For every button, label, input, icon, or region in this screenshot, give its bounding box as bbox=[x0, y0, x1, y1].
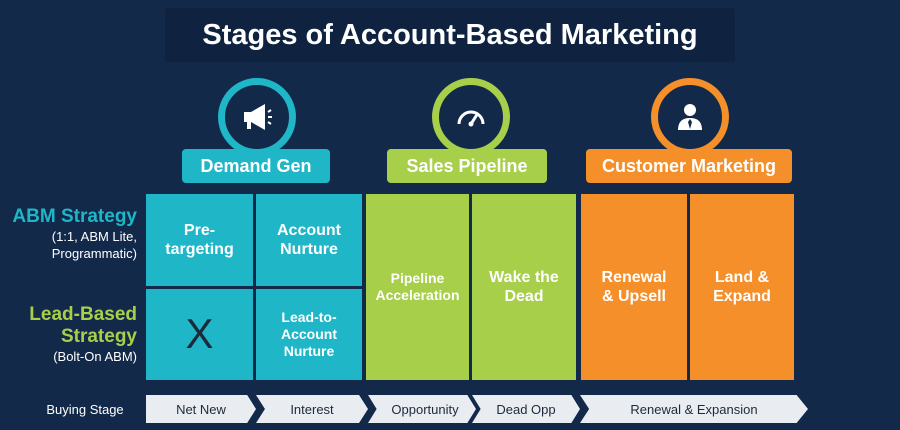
lead-based-title-1: Lead-Based bbox=[29, 304, 137, 325]
abm-strategy-label: ABM Strategy (1:1, ABM Lite, Programmati… bbox=[0, 206, 137, 263]
stage-label-customer-marketing: Customer Marketing bbox=[586, 149, 792, 183]
buying-stage-interest: Interest bbox=[256, 395, 368, 423]
buying-stage-renewal-expansion: Renewal & Expansion bbox=[580, 395, 808, 423]
cell-pre-targeting: Pre-targeting bbox=[146, 194, 253, 286]
title-box: Stages of Account-Based Marketing bbox=[165, 8, 735, 62]
lead-based-sub: (Bolt-On ABM) bbox=[53, 348, 137, 364]
stage-label-demand-gen: Demand Gen bbox=[182, 149, 330, 183]
megaphone-icon bbox=[244, 104, 272, 130]
cell-renewal-upsell: Renewal& Upsell bbox=[581, 194, 687, 380]
abm-strategy-title: ABM Strategy bbox=[12, 206, 137, 227]
abm-strategy-sub-1: (1:1, ABM Lite, bbox=[51, 228, 137, 244]
buying-stage-opportunity: Opportunity bbox=[368, 395, 476, 423]
buying-stage-net-new: Net New bbox=[146, 395, 256, 423]
cell-x-mark: X bbox=[146, 289, 253, 380]
lead-based-title-2: Strategy bbox=[60, 325, 137, 347]
customer-marketing-icon-ring bbox=[651, 78, 729, 156]
cell-land-expand: Land &Expand bbox=[690, 194, 794, 380]
speedometer-icon bbox=[457, 110, 485, 127]
buying-stage-label: Buying Stage bbox=[46, 401, 124, 417]
diagram-title: Stages of Account-Based Marketing bbox=[202, 18, 698, 51]
demand-gen-icon-ring bbox=[218, 78, 296, 156]
stage-label-sales-pipeline: Sales Pipeline bbox=[387, 149, 547, 183]
lead-based-label: Lead-Based Strategy (Bolt-On ABM) bbox=[0, 304, 137, 365]
buying-stage-dead-opp: Dead Opp bbox=[472, 395, 580, 423]
abm-strategy-sub-2: Programmatic) bbox=[51, 246, 137, 262]
sales-pipeline-icon-ring bbox=[432, 78, 510, 156]
person-icon bbox=[678, 104, 702, 130]
